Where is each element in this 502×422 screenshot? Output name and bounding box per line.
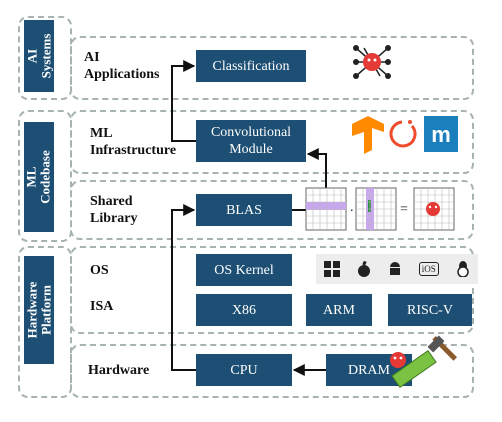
matrix-dot-operator: .	[350, 200, 354, 215]
tensorflow-icon	[352, 116, 384, 154]
isa-layer-label: ISA	[90, 299, 114, 314]
hammer-icon	[427, 335, 458, 361]
android-icon	[389, 262, 400, 275]
matrix-equals-operator: =	[400, 202, 408, 217]
windows-icon	[324, 261, 341, 277]
blas-box: BLAS	[196, 194, 292, 226]
os-layer-label: OS	[90, 263, 109, 278]
dram-bug-icon	[390, 352, 406, 368]
apple-icon	[358, 261, 371, 277]
classification-box: Classification	[196, 50, 306, 82]
hardware-platform-label: Hardware Platform	[24, 256, 54, 364]
os-logo-strip: iOS	[316, 254, 478, 284]
matrix-b-icon	[355, 187, 397, 231]
matrix-a-icon	[305, 187, 347, 231]
x86-box: X86	[196, 294, 292, 326]
memory-stick-icon	[391, 349, 437, 389]
mxnet-icon: m	[424, 116, 458, 152]
arm-box: ARM	[306, 294, 372, 326]
ios-icon: iOS	[418, 262, 439, 276]
cpu-box: CPU	[196, 354, 292, 386]
ai-systems-group	[18, 16, 72, 100]
ml-codebase-label: ML Codebase	[24, 122, 54, 232]
riscv-box: RISC-V	[388, 294, 472, 326]
matrix-c-icon	[413, 187, 455, 231]
bug-network-icon	[353, 45, 391, 79]
os-kernel-box: OS Kernel	[196, 254, 292, 286]
hardware-layer-label: Hardware	[88, 363, 150, 378]
cpu-to-blas-arrow	[171, 204, 196, 371]
svg-text:m: m	[431, 122, 451, 147]
hardware-platform-group	[18, 246, 72, 398]
ai-systems-label: AI Systems	[24, 20, 54, 92]
ml-codebase-group	[18, 110, 72, 242]
pytorch-icon	[389, 120, 417, 148]
linux-icon	[456, 261, 469, 277]
conv-to-classification-arrow	[171, 60, 196, 142]
